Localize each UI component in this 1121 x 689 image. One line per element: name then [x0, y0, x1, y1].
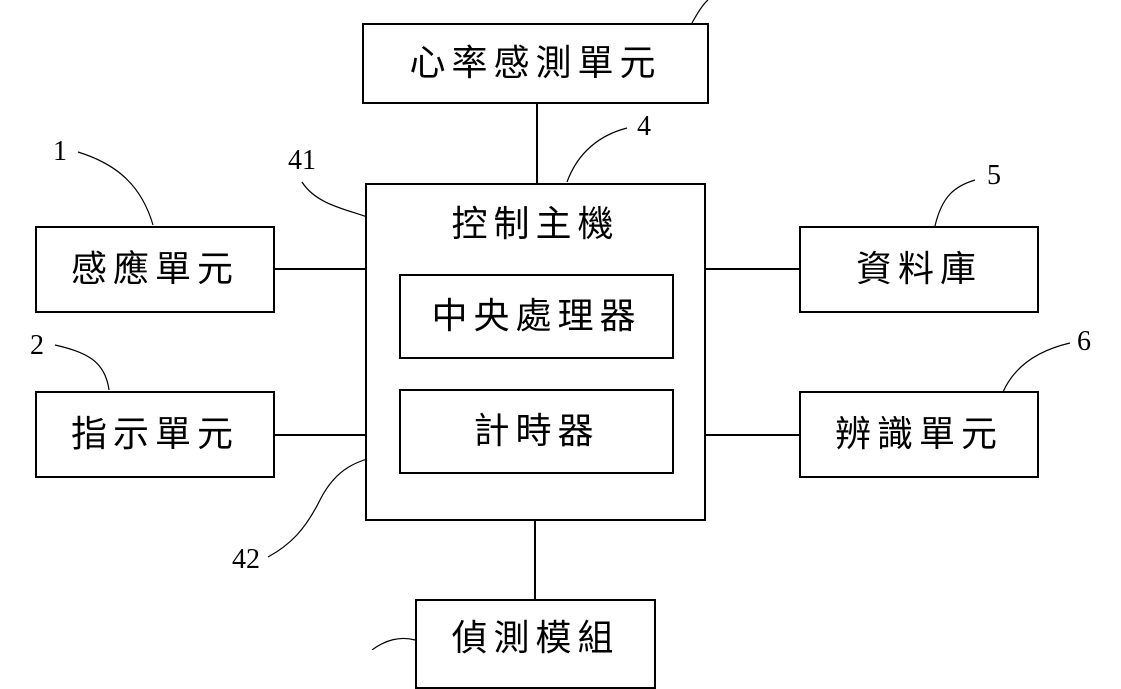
node-label: 中央處理器 — [431, 295, 642, 337]
ref-number-5: 5 — [987, 160, 1001, 191]
leader-line-4 — [566, 127, 628, 183]
node-sensing-unit: 感應單元 — [35, 226, 275, 313]
leader-line-2 — [54, 344, 110, 391]
node-label: 偵測模組 — [451, 618, 620, 659]
node-label: 控制主機 — [451, 204, 620, 245]
node-label: 感應單元 — [70, 248, 239, 290]
leader-line-heart-rate — [691, 0, 709, 24]
node-heart-rate-sensing-unit: 心率感測單元 — [362, 23, 709, 104]
ref-number-42: 42 — [232, 544, 260, 575]
node-label: 計時器 — [473, 410, 600, 452]
ref-number-6: 6 — [1077, 326, 1091, 357]
node-database: 資料庫 — [799, 226, 1039, 313]
node-identification-unit: 辨識單元 — [799, 391, 1039, 478]
node-timer: 計時器 — [399, 389, 674, 474]
node-label: 心率感測單元 — [409, 42, 662, 84]
ref-number-2: 2 — [30, 330, 44, 361]
ref-number-4: 4 — [637, 111, 651, 142]
node-label: 辨識單元 — [834, 413, 1003, 455]
ref-number-1: 1 — [53, 136, 67, 167]
leader-line-1 — [77, 151, 154, 226]
node-label: 資料庫 — [855, 248, 982, 290]
leader-line-5 — [934, 179, 976, 227]
leader-line-detection — [371, 637, 416, 650]
leader-line-6 — [1002, 342, 1071, 393]
ref-number-41: 41 — [288, 145, 316, 176]
node-detection-module: 偵測模組 — [415, 599, 656, 689]
node-label: 指示單元 — [70, 413, 239, 455]
node-central-processor: 中央處理器 — [399, 274, 674, 359]
node-indicating-unit: 指示單元 — [35, 391, 275, 478]
